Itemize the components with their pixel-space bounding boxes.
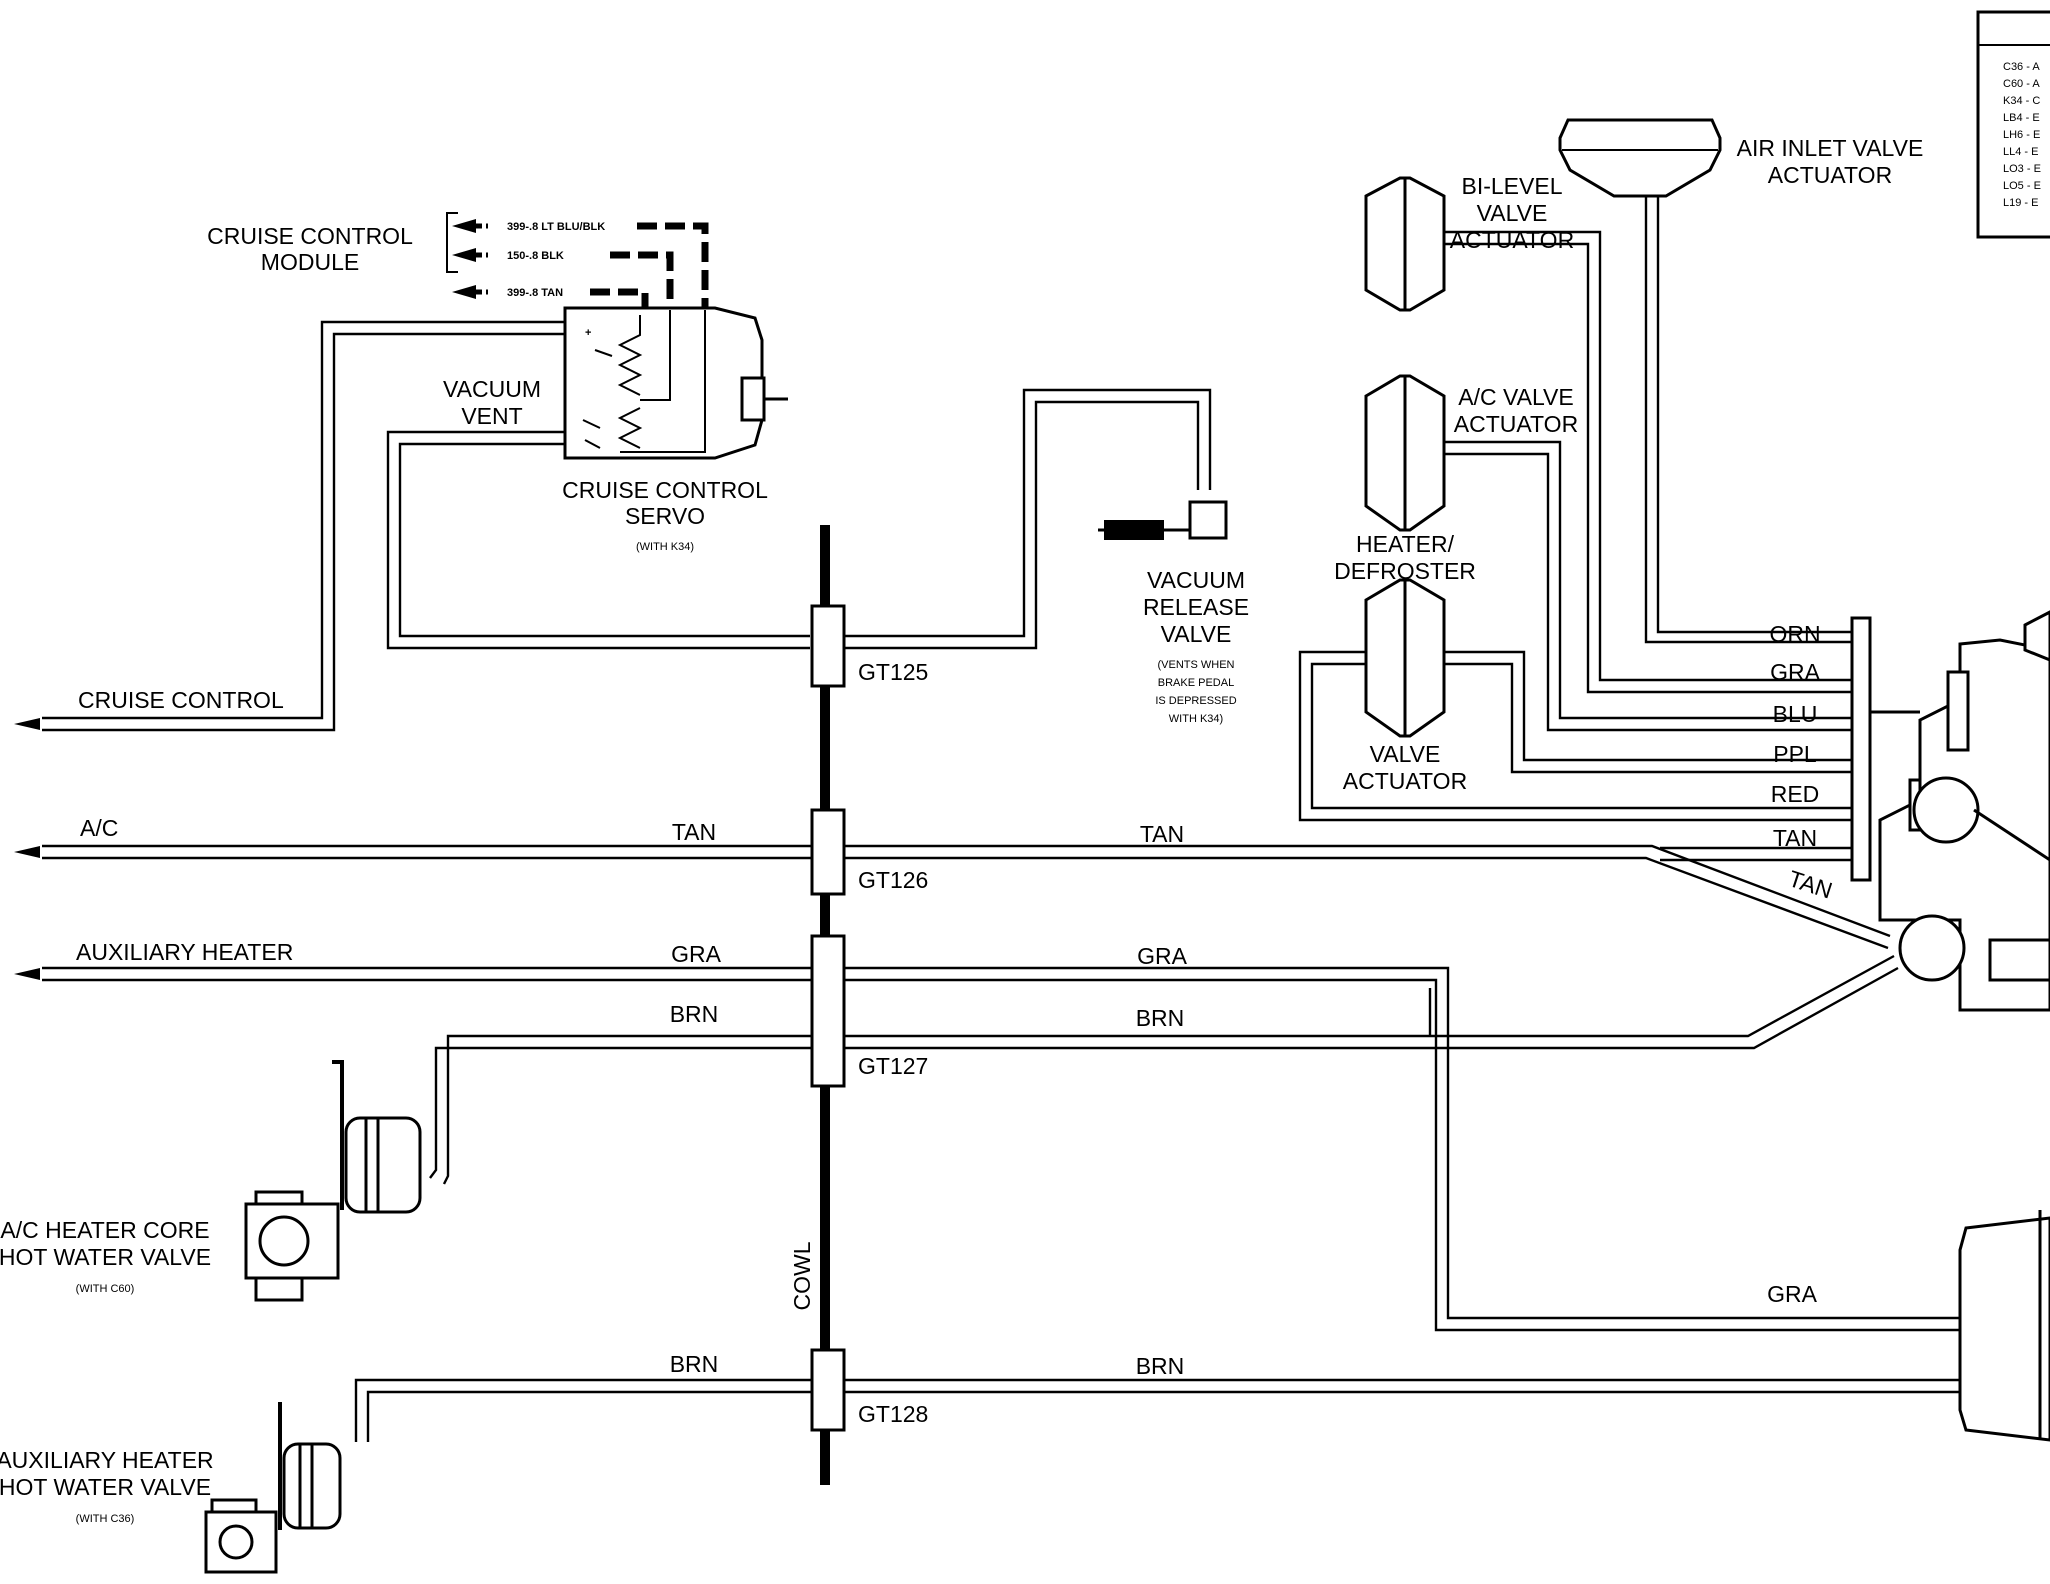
ac-valve-label-1: A/C VALVE [1458, 384, 1573, 410]
module-wire-label: 399-.8 LT BLU/BLK [507, 221, 605, 233]
module-wire-label: 399-.8 TAN [507, 287, 563, 299]
ac-arrow-icon [14, 846, 40, 858]
ac-valve-actuator: A/C VALVE ACTUATOR [1364, 374, 1578, 532]
release-valve-label-1: VACUUM [1147, 567, 1245, 593]
air-inlet-label-1: AIR INLET VALVE [1737, 135, 1924, 161]
bi-level-actuator: BI-LEVEL VALVE ACTUATOR [1364, 173, 1574, 312]
ac-hose: A/C TAN TAN [14, 815, 1891, 950]
legend-item: L19 - E [2003, 197, 2038, 209]
hose-color-ppl: PPL [1773, 741, 1817, 767]
release-note: IS DEPRESSED [1155, 695, 1236, 707]
air-inlet-label-2: ACTUATOR [1768, 162, 1892, 188]
connector-gt128: GT128 [810, 1348, 928, 1432]
aux-valve-hose: BRN BRN [354, 1351, 1966, 1442]
hose-color-tan: TAN [1140, 821, 1184, 847]
bi-level-label-1: BI-LEVEL [1462, 173, 1563, 199]
connector-label: GT125 [858, 659, 928, 685]
hose-color-orn: ORN [1769, 621, 1820, 647]
hose-color-brn: BRN [1136, 1005, 1185, 1031]
heater-defroster-actuator: HEATER/ DEFROSTER VALVE ACTUATOR [1334, 531, 1476, 794]
ac-valve-label-2: ACTUATOR [1454, 411, 1578, 437]
cowl-label: COWL [789, 1241, 815, 1310]
module-wire-label: 150-.8 BLK [507, 250, 564, 262]
aux-heater-valve-label-1: AUXILIARY HEATER [0, 1447, 214, 1473]
hose-color-gra: GRA [1137, 943, 1188, 969]
hose-color-blu: BLU [1773, 701, 1818, 727]
aux-heater-line-label: AUXILIARY HEATER [76, 939, 293, 965]
release-note: (VENTS WHEN [1158, 659, 1235, 671]
cruise-arrow-icon [14, 718, 40, 730]
svg-text:+: + [585, 327, 591, 339]
aux-heater-valve-label-2: HOT WATER VALVE [0, 1474, 211, 1500]
release-valve-label-3: VALVE [1161, 621, 1232, 647]
hvac-connector-block [1850, 616, 1872, 882]
release-valve-label-2: RELEASE [1143, 594, 1249, 620]
aux-heater-note: (WITH C36) [76, 1513, 135, 1525]
hose-color-tan: TAN [672, 819, 716, 845]
connector-gt127: GT127 [810, 934, 928, 1088]
air-inlet-actuator: AIR INLET VALVE ACTUATOR [1558, 118, 1924, 198]
valve-actuator-label-2: ACTUATOR [1343, 768, 1467, 794]
servo-note: (WITH K34) [636, 541, 694, 553]
hose-color-brn: BRN [670, 1001, 719, 1027]
release-note: BRAKE PEDAL [1158, 677, 1234, 689]
legend-item: LB4 - E [2003, 112, 2040, 124]
cruise-control-module: CRUISE CONTROL MODULE 399-.8 LT BLU/BLK … [207, 212, 709, 345]
aux-heater-arrow-icon [14, 968, 40, 980]
legend-item: LO5 - E [2003, 180, 2041, 192]
actuator-hoses: ORN GRA BLU PPL RED TAN TAN [1298, 196, 1852, 904]
aux-heater-valve: AUXILIARY HEATER HOT WATER VALVE (WITH C… [0, 1402, 342, 1574]
cruise-control-hose: CRUISE CONTROL [14, 320, 1212, 732]
vacuum-vent-label-1: VACUUM [443, 376, 541, 402]
servo-label-2: SERVO [625, 503, 705, 529]
option-legend: C36 - A C60 - A K34 - C LB4 - E LH6 - E … [1976, 10, 2050, 239]
bi-level-label-2: VALVE [1477, 200, 1548, 226]
cruise-module-label-1: CRUISE CONTROL [207, 223, 413, 249]
hose-color-tan: TAN [1785, 865, 1835, 903]
valve-actuator-label-1: VALVE [1370, 741, 1441, 767]
hose-color-brn: BRN [670, 1351, 719, 1377]
legend-item: C60 - A [2003, 78, 2040, 90]
servo-label-1: CRUISE CONTROL [562, 477, 768, 503]
ac-heater-note: (WITH C60) [76, 1283, 135, 1295]
hose-color-gra: GRA [671, 941, 722, 967]
heater-defroster-label-1: HEATER/ [1356, 531, 1455, 557]
legend-item: K34 - C [2003, 95, 2040, 107]
connector-gt126: GT126 [810, 808, 928, 896]
hose-color-gra: GRA [1767, 1281, 1818, 1307]
ac-heater-core-valve: A/C HEATER CORE HOT WATER VALVE (WITH C6… [0, 1060, 422, 1302]
cruise-module-label-2: MODULE [261, 249, 359, 275]
legend-item: LL4 - E [2003, 146, 2038, 158]
engine-components [1870, 610, 2050, 1442]
hose-color-tan: TAN [1773, 825, 1817, 851]
vacuum-vent-label-2: VENT [461, 403, 522, 429]
connector-label: GT128 [858, 1401, 928, 1427]
connector-label: GT126 [858, 867, 928, 893]
connector-label: GT127 [858, 1053, 928, 1079]
release-note: WITH K34) [1169, 713, 1223, 725]
ac-line-label: A/C [80, 815, 118, 841]
legend-item: C36 - A [2003, 61, 2040, 73]
hose-color-red: RED [1771, 781, 1820, 807]
vacuum-release-valve: VACUUM RELEASE VALVE (VENTS WHEN BRAKE P… [1098, 500, 1249, 725]
hose-color-gra: GRA [1770, 659, 1821, 685]
ac-heater-label-2: HOT WATER VALVE [0, 1244, 211, 1270]
legend-item: LO3 - E [2003, 163, 2041, 175]
hose-color-brn: BRN [1136, 1353, 1185, 1379]
cruise-line-label: CRUISE CONTROL [78, 687, 284, 713]
aux-heater-hose: AUXILIARY HEATER GRA GRA GRA [14, 939, 1966, 1332]
cruise-control-servo: + CRUISE CONTROL SERVO (WITH K34) [562, 306, 788, 553]
connector-gt125: GT125 [810, 604, 928, 688]
ac-heater-core-hose: BRN BRN [429, 954, 1899, 1185]
ac-heater-label-1: A/C HEATER CORE [0, 1217, 209, 1243]
legend-item: LH6 - E [2003, 129, 2040, 141]
